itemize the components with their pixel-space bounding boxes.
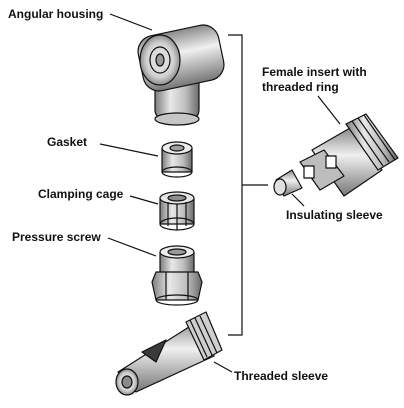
angular-housing-leader [109, 13, 153, 31]
label-female-insert-line2: threaded ring [262, 80, 339, 94]
pressure-screw-part [151, 245, 203, 306]
threaded-sleeve-leader [213, 361, 233, 373]
insulating-sleeve-leader [291, 193, 305, 207]
label-insulating-sleeve: Insulating sleeve [286, 208, 383, 222]
threaded-sleeve-part [115, 311, 223, 396]
female-insert-leader [317, 95, 341, 125]
label-threaded-sleeve: Threaded sleeve [234, 369, 328, 383]
assembly-bracket [228, 34, 268, 336]
label-female-insert-line1: Female insert with [262, 65, 367, 79]
label-pressure-screw: Pressure screw [12, 230, 101, 244]
clamping-cage-part [159, 191, 195, 231]
clamping-cage-leader [129, 195, 159, 205]
label-clamping-cage: Clamping cage [38, 187, 124, 201]
angular-housing-part [137, 24, 225, 126]
female-insert-part [299, 113, 399, 197]
pressure-screw-leader [107, 237, 157, 257]
label-gasket: Gasket [47, 135, 87, 149]
gasket-part [161, 141, 193, 178]
gasket-leader [99, 143, 159, 157]
insulating-sleeve-part [273, 169, 303, 197]
label-angular-housing: Angular housing [8, 7, 103, 21]
